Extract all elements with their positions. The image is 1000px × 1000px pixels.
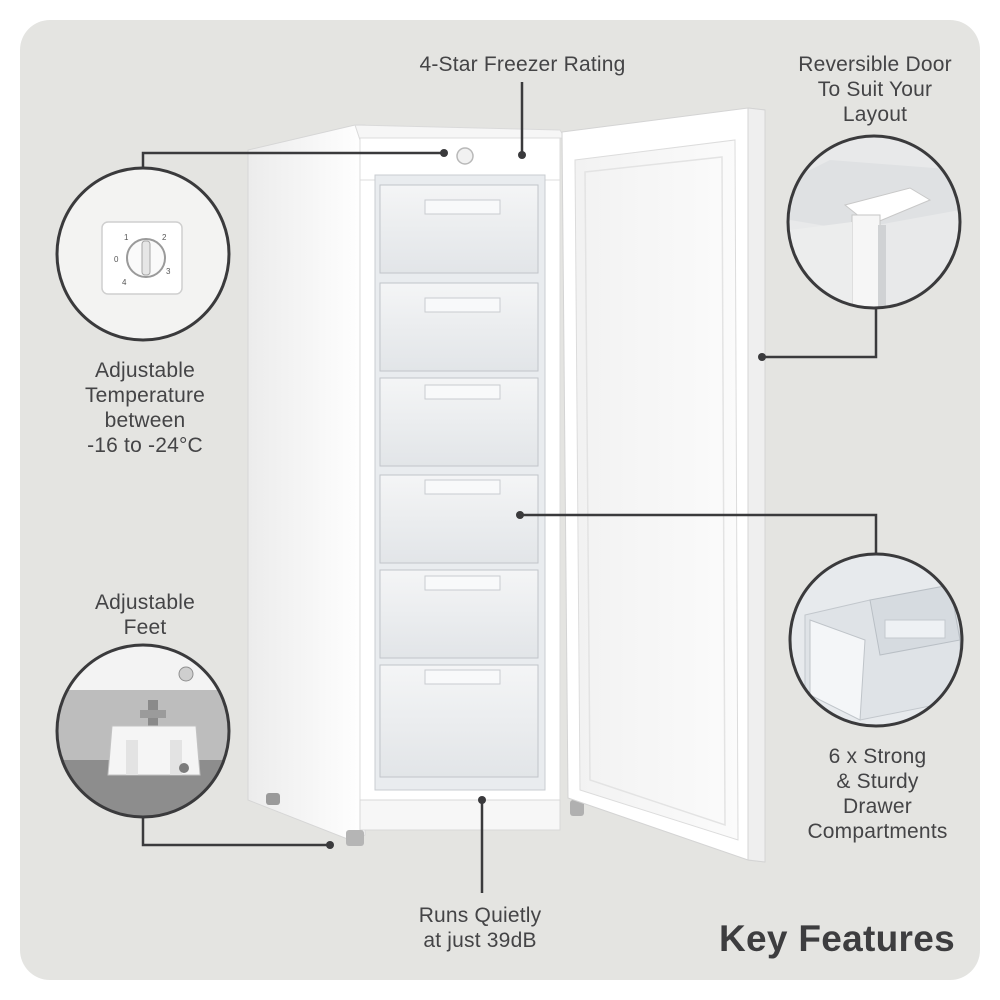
callout-door-line-1: Reversible Door — [798, 53, 952, 76]
dial-mark-0: 0 — [114, 255, 119, 264]
page-title: Key Features — [719, 918, 955, 959]
callout-feet: Adjustable Feet — [45, 590, 245, 640]
dial-mark-3: 3 — [166, 267, 171, 276]
callout-feet-line-1: Adjustable — [94, 591, 196, 614]
callout-temperature-line-3: between — [104, 409, 186, 432]
freezer-door — [561, 107, 766, 863]
callout-temperature: Adjustable Temperature between -16 to -2… — [45, 358, 245, 458]
callout-drawers: 6 x Strong & Sturdy Drawer Compartments — [775, 744, 980, 844]
callout-quiet-line-2: at just 39dB — [423, 929, 537, 952]
drawer-stack — [379, 184, 539, 778]
callout-temperature-line-2: Temperature — [84, 384, 206, 407]
thermostat-dial-icon: 1 2 3 4 0 — [55, 166, 231, 342]
door-hinge-icon — [786, 134, 962, 310]
callout-drawers-line-1: 6 x Strong — [828, 745, 927, 768]
thermostat-knob-icon — [456, 147, 474, 165]
callout-quiet: Runs Quietly at just 39dB — [380, 903, 580, 953]
dial-mark-2: 2 — [162, 233, 167, 242]
callout-temperature-line-1: Adjustable — [94, 359, 196, 382]
callout-drawers-line-2: & Sturdy — [836, 770, 919, 793]
callout-door-line-3: Layout — [842, 103, 908, 126]
adjustable-foot-icon — [55, 643, 231, 819]
callout-feet-line-2: Feet — [123, 616, 167, 639]
callout-door: Reversible Door To Suit Your Layout — [770, 52, 980, 127]
dial-mark-4: 4 — [122, 278, 127, 287]
dial-mark-1: 1 — [124, 233, 129, 242]
callout-rating: 4-Star Freezer Rating — [385, 52, 660, 77]
callout-drawers-line-4: Compartments — [807, 820, 948, 843]
callout-door-line-2: To Suit Your — [817, 78, 933, 101]
callout-drawers-line-3: Drawer — [843, 795, 912, 818]
callout-quiet-line-1: Runs Quietly — [418, 904, 542, 927]
callout-rating-line: 4-Star Freezer Rating — [419, 53, 626, 76]
drawer-icon — [788, 552, 964, 728]
callout-temperature-line-4: -16 to -24°C — [87, 434, 203, 457]
